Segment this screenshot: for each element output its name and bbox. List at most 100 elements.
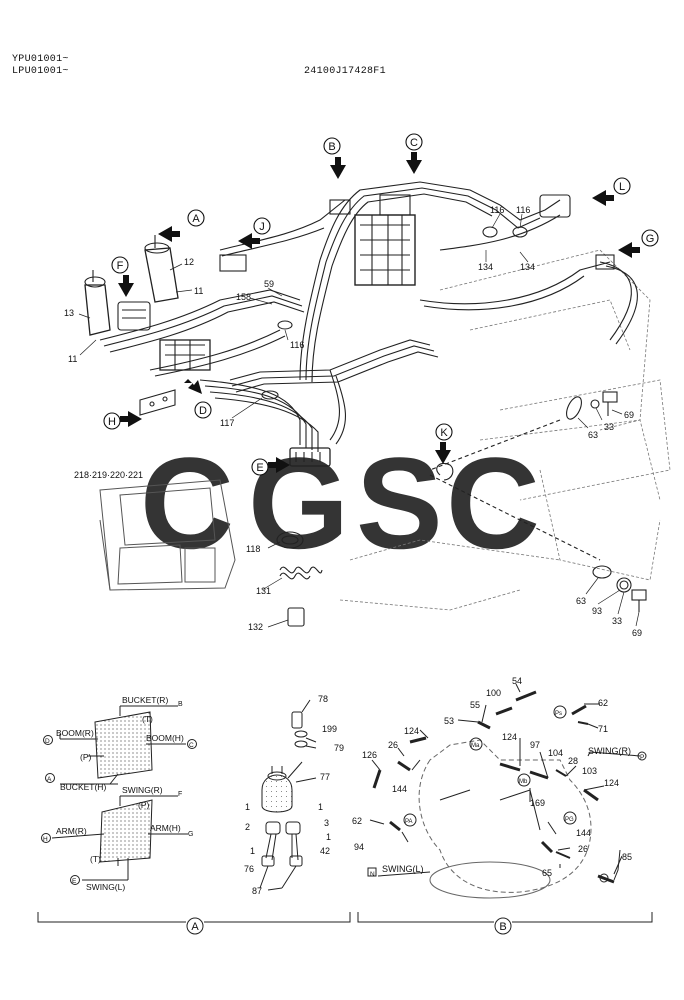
- label-sym-g-rot: G: [188, 831, 193, 838]
- part-144-left: 144: [392, 784, 407, 794]
- serial-line-2: LPU01001~: [12, 66, 69, 77]
- callout-arrows: [118, 152, 640, 473]
- part-1-a: 1: [245, 802, 250, 812]
- part-33-top: 33: [604, 422, 614, 432]
- callout-c: C: [410, 137, 418, 149]
- part-100: 100: [486, 688, 501, 698]
- part-13: 13: [64, 308, 74, 318]
- part-63-top: 63: [588, 430, 598, 440]
- part-134-a: 134: [478, 262, 493, 272]
- part-number-labels: 13 11 12 11 59 158 116 116 116 134 134 1…: [64, 205, 642, 638]
- label-sym-e: E: [72, 878, 77, 885]
- part-78: 78: [318, 694, 328, 704]
- detail-a: [41, 705, 197, 885]
- part-number-title: 24100J17428F1: [304, 66, 386, 77]
- part-63-bottom: 63: [576, 596, 586, 606]
- watermark-letter-c2: C: [446, 430, 540, 576]
- port-pg: PG: [565, 817, 574, 823]
- part-1-d: 1: [326, 832, 331, 842]
- part-33-bottom: 33: [612, 616, 622, 626]
- serial-line-1: YPU01001~: [12, 54, 69, 65]
- label-bucket-r: BUCKET(R): [122, 695, 168, 705]
- label-sym-p: P: [640, 754, 644, 761]
- label-boom-h: BOOM(H): [146, 733, 184, 743]
- label-sym-f-rot: F: [178, 791, 182, 798]
- part-144-right: 144: [576, 828, 591, 838]
- part-11-mid: 11: [194, 286, 203, 296]
- part-116-right-a: 116: [490, 205, 504, 215]
- part-116-center: 116: [290, 340, 304, 350]
- part-131: 131: [256, 586, 271, 596]
- part-26-top: 26: [388, 740, 398, 750]
- pilot-valve-detail: [259, 699, 317, 891]
- label-arm-h: ARM(H): [150, 823, 181, 833]
- part-28: 28: [568, 756, 578, 766]
- watermark-letter-g: G: [248, 430, 349, 576]
- part-169: 169: [530, 798, 545, 808]
- part-76: 76: [244, 864, 254, 874]
- part-69-top: 69: [624, 410, 634, 420]
- part-65: 65: [542, 868, 552, 878]
- part-62-top: 62: [598, 698, 608, 708]
- callout-letter-labels: B C A J F L G D H E K: [108, 137, 654, 474]
- port-ps: Ps: [555, 711, 562, 717]
- callout-l: L: [619, 181, 625, 193]
- part-158: 158: [236, 292, 251, 302]
- port-ma: Ma: [471, 743, 480, 749]
- leader-lines: [78, 213, 640, 628]
- part-117: 117: [220, 418, 234, 428]
- label-sym-b-rot: B: [178, 701, 183, 708]
- callout-g: G: [646, 233, 655, 245]
- part-69-bottom: 69: [632, 628, 642, 638]
- part-87: 87: [252, 886, 262, 896]
- detail-bracket-labels: A B: [191, 921, 506, 933]
- detail-a-labels: BUCKET(R) B (T) BOOM(R) D BOOM(H) C (P) …: [43, 695, 194, 892]
- label-sym-a: A: [47, 776, 52, 783]
- callout-h: H: [108, 416, 116, 428]
- label-p-lower: (P): [138, 800, 150, 810]
- part-71: 71: [598, 724, 608, 734]
- label-bucket-h: BUCKET(H): [60, 782, 106, 792]
- part-54: 54: [512, 676, 522, 686]
- label-sym-c: C: [189, 742, 194, 749]
- callout-d: D: [199, 405, 207, 417]
- reference-models: 218·219·220·221: [74, 470, 143, 480]
- pilot-valve-labels: 78 199 79 77 1 1 2 3 1 1 76 42 87: [244, 694, 344, 896]
- part-93: 93: [592, 606, 602, 616]
- watermark-letter-s: S: [356, 430, 443, 576]
- watermark-letter-c1: C: [140, 430, 234, 576]
- port-mb: Mb: [519, 779, 528, 785]
- callout-b: B: [328, 141, 335, 153]
- part-77: 77: [320, 772, 330, 782]
- label-swing-l: SWING(L): [86, 882, 125, 892]
- detail-b-labels: 54 100 55 53 62 71 124 26 126 124 97 104…: [352, 676, 644, 878]
- part-59: 59: [264, 279, 274, 289]
- part-94: 94: [354, 842, 364, 852]
- detail-brackets: [37, 912, 653, 935]
- label-p-upper: (P): [80, 752, 92, 762]
- cab-reference: [99, 479, 236, 591]
- hose-assembly: [84, 181, 671, 627]
- part-12: 12: [184, 257, 194, 267]
- detail-label-b: B: [499, 921, 506, 933]
- callout-a: A: [192, 213, 200, 225]
- callout-e: E: [256, 462, 263, 474]
- label-sym-d: D: [45, 738, 50, 745]
- part-1-c: 1: [250, 846, 255, 856]
- part-1-b: 1: [318, 802, 323, 812]
- part-116-right-b: 116: [516, 205, 530, 215]
- part-42: 42: [320, 846, 330, 856]
- part-134-b: 134: [520, 262, 535, 272]
- watermark: C G S C: [140, 430, 540, 576]
- part-124-top: 124: [404, 726, 419, 736]
- machine-frame: [339, 249, 671, 611]
- label-arm-r: ARM(R): [56, 826, 87, 836]
- part-199: 199: [322, 724, 337, 734]
- part-104: 104: [548, 748, 563, 758]
- label-swing-r-b: SWING(R): [588, 746, 631, 756]
- label-swing-l-b: SWING(L): [382, 864, 424, 874]
- callout-k: K: [440, 427, 448, 439]
- callout-f: F: [117, 260, 124, 272]
- callout-j: J: [259, 221, 265, 233]
